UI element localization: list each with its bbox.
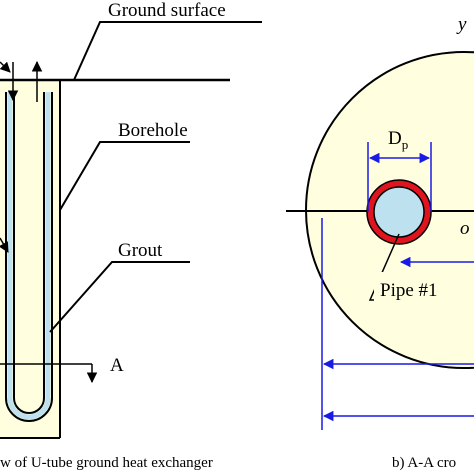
right-panel: Dp Pipe #1 y o b) A-A cro — [286, 14, 474, 471]
origin-label: o — [460, 218, 470, 239]
flow-in-diagonal — [0, 61, 11, 73]
u-tube-outer-wall — [5, 92, 53, 422]
y-axis-label: y — [456, 14, 467, 35]
u-tube-inner-wall — [13, 92, 45, 414]
dp-label-sub: p — [402, 137, 409, 152]
borehole-label: Borehole — [118, 120, 188, 141]
pipe-fluid — [373, 186, 425, 238]
dp-label-base: D — [388, 128, 402, 149]
pipe-side-arrow — [0, 237, 9, 253]
ground-surface-label: Ground surface — [108, 0, 226, 21]
grout-leader — [49, 261, 190, 333]
grout-label: Grout — [118, 240, 163, 261]
dp-label: Dp — [388, 128, 408, 152]
ground-surface-leader — [73, 21, 262, 81]
section-mark-label: A — [110, 355, 124, 376]
left-caption: w of U-tube ground heat exchanger — [0, 455, 213, 471]
u-tube-channel-fill — [7, 92, 51, 420]
right-caption: b) A-A cro — [392, 455, 456, 471]
left-panel: Ground surface Borehole Grout A w of U-t… — [0, 0, 262, 471]
pipe-label-bg — [374, 272, 466, 302]
borehole-leader — [59, 141, 190, 211]
pipe-label: Pipe #1 — [380, 280, 438, 301]
